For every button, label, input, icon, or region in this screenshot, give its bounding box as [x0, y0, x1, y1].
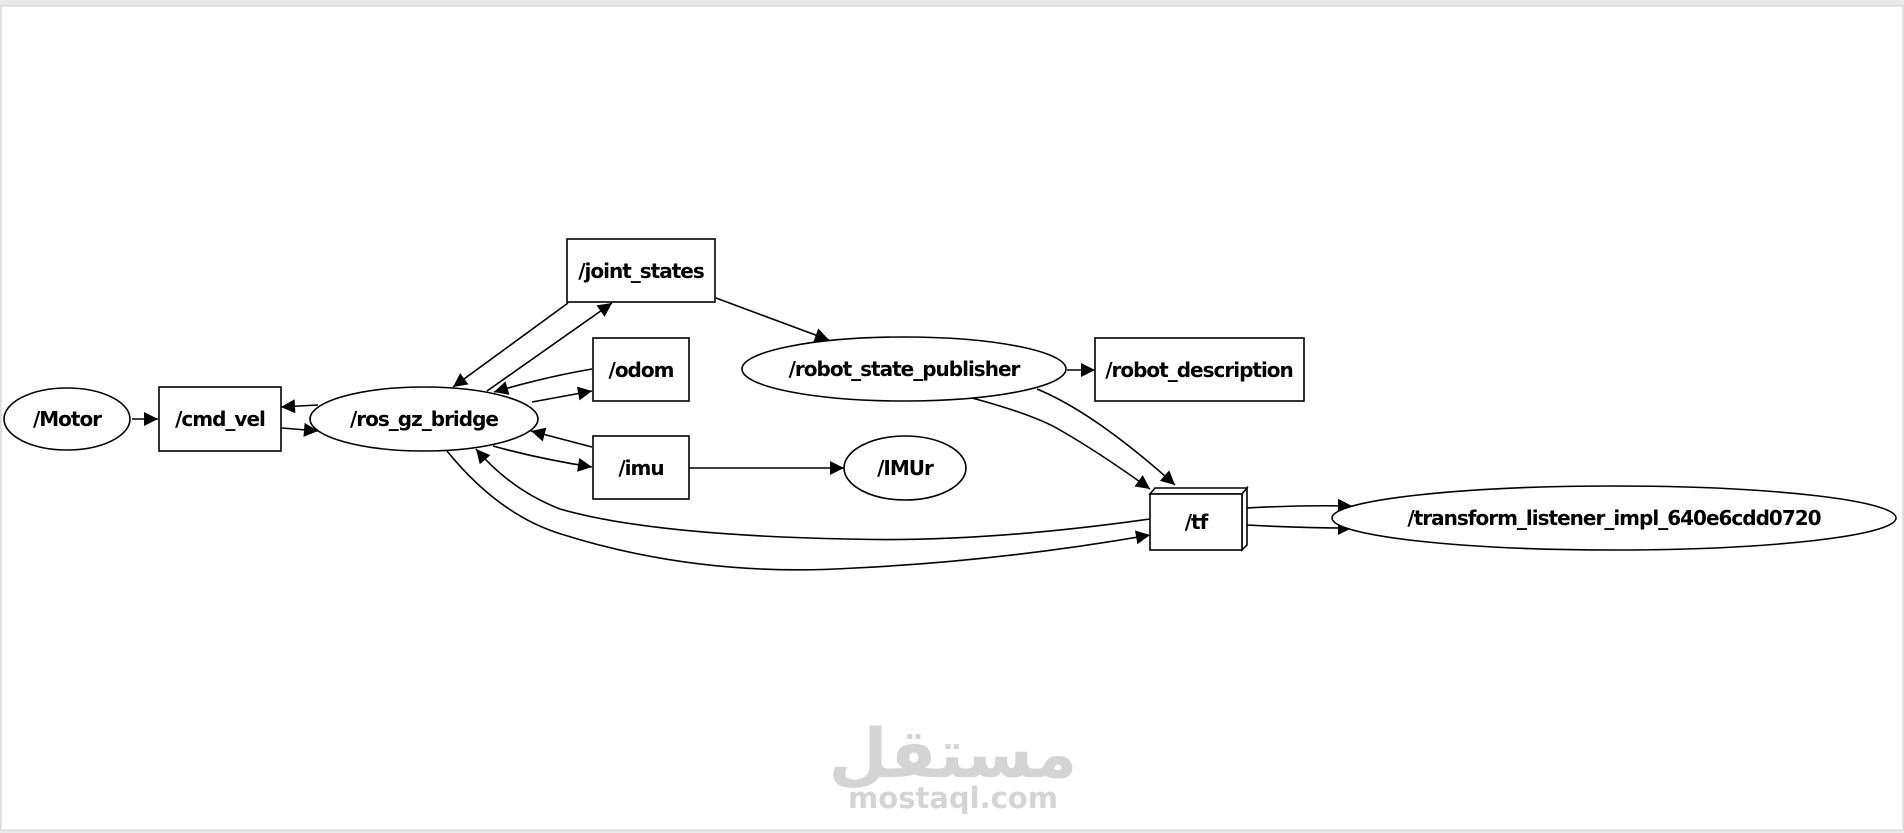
node-robot_state_publisher[interactable]: /robot_state_publisher — [741, 336, 1067, 402]
watermark-site: mostaql.com — [848, 781, 1058, 815]
graph-paper — [0, 5, 1904, 831]
node-imur-label: /IMUr — [877, 456, 934, 480]
edge-robot_state_publisher-tf-2 — [971, 397, 1151, 490]
topic-joint_states-label: /joint_states — [578, 259, 704, 283]
topic-tf[interactable]: /tf — [1148, 485, 1249, 552]
node-ros_gz_bridge-label: /ros_gz_bridge — [350, 407, 498, 431]
topic-tf-label: /tf — [1185, 510, 1209, 534]
edge-ros_gz_bridge-tf — [446, 450, 1151, 571]
node-ros_gz_bridge[interactable]: /ros_gz_bridge — [309, 386, 539, 452]
node-robot_state_publisher-label: /robot_state_publisher — [789, 357, 1021, 381]
node-transform_listener[interactable]: /transform_listener_impl_640e6cdd0720 — [1331, 485, 1897, 551]
watermark-arabic: مستقل — [829, 715, 1078, 794]
topic-joint_states[interactable]: /joint_states — [566, 238, 716, 303]
edge-odom-ros_gz_bridge — [493, 368, 593, 395]
edge-joint_states-ros_gz_bridge — [452, 302, 569, 388]
topic-imu[interactable]: /imu — [592, 435, 690, 500]
edge-ros_gz_bridge-imu — [492, 445, 593, 472]
edge-ros_gz_bridge-cmd_vel — [280, 399, 319, 414]
edge-imu-ros_gz_bridge — [530, 427, 593, 448]
topic-imu-label: /imu — [618, 456, 663, 480]
edge-cmd_vel-ros_gz_bridge — [281, 422, 319, 437]
node-imur[interactable]: /IMUr — [843, 435, 967, 501]
edge-ros_gz_bridge-joint_states — [486, 302, 613, 392]
edge-tf-transform_listener-1 — [1246, 498, 1353, 513]
topic-cmd_vel[interactable]: /cmd_vel — [158, 386, 282, 452]
edge-tf-transform_listener-2 — [1246, 520, 1353, 535]
node-transform_listener-label: /transform_listener_impl_640e6cdd0720 — [1407, 506, 1820, 530]
edge-robot_state_publisher-tf-1 — [1036, 388, 1176, 486]
node-motor-label: /Motor — [33, 407, 102, 431]
edge-joint_states-robot_state_publisher — [715, 297, 830, 342]
topic-odom-label: /odom — [609, 358, 674, 382]
edge-ros_gz_bridge-odom — [531, 386, 593, 403]
topic-robot_description-label: /robot_description — [1105, 358, 1293, 382]
watermark: مستقل mostaql.com — [829, 715, 1078, 815]
edge-tf-ros_gz_bridge — [475, 448, 1151, 541]
topic-odom[interactable]: /odom — [592, 337, 690, 402]
node-motor[interactable]: /Motor — [3, 387, 131, 451]
topic-cmd_vel-label: /cmd_vel — [175, 407, 265, 431]
edges — [132, 297, 1353, 571]
topic-robot_description[interactable]: /robot_description — [1094, 337, 1305, 402]
nodes: /Motor /cmd_vel /ros_gz_bridge /joint_st… — [3, 238, 1897, 552]
